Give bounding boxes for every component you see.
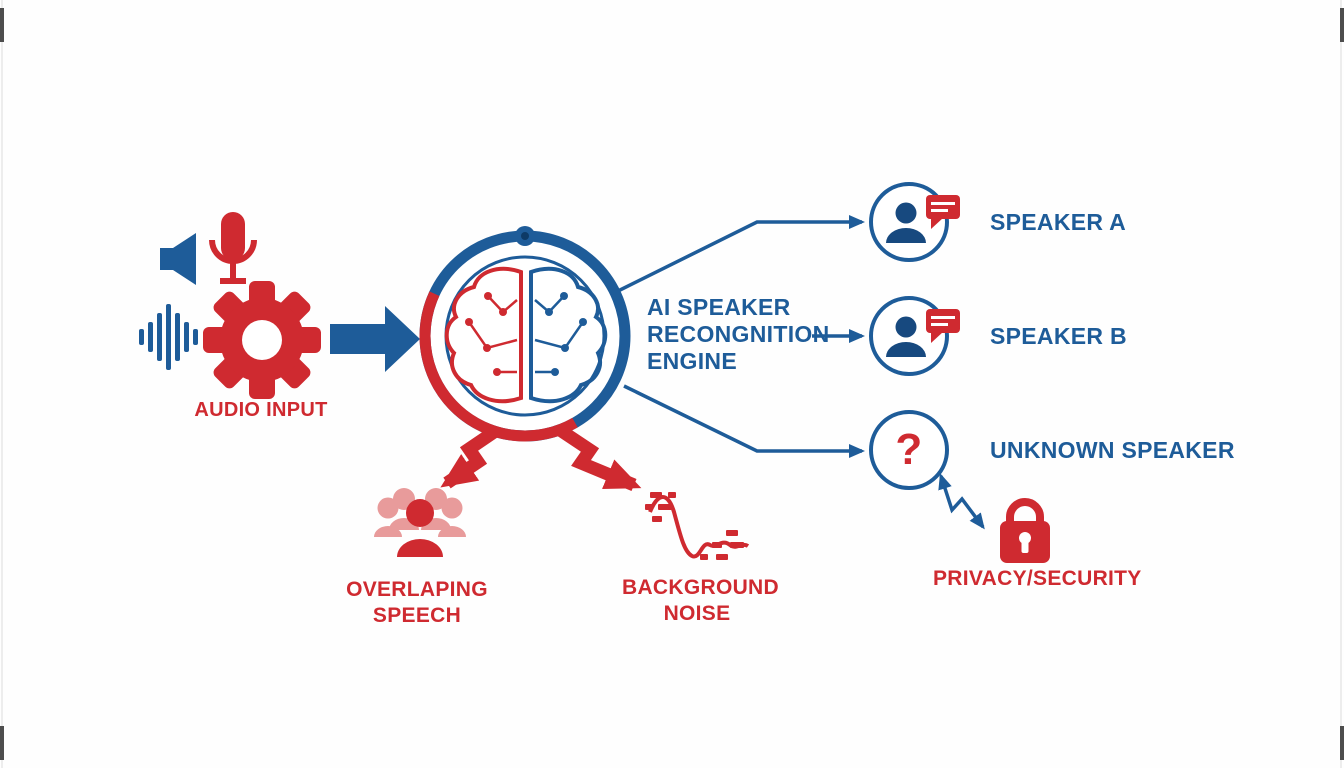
crowd-icon [374, 488, 466, 557]
waveform-icon [139, 304, 198, 370]
speaker-b-label: SPEAKER B [990, 323, 1127, 349]
unknown-speaker-node [869, 410, 949, 490]
noise-waveform-icon [645, 492, 750, 560]
padlock-icon [1000, 498, 1050, 563]
chat-bubble-icon [926, 309, 960, 343]
audio-input-label: AUDIO INPUT [194, 399, 328, 421]
edge-mark [1340, 726, 1344, 760]
microphone-icon [209, 212, 257, 284]
engine-label-line2: RECONGNITION [647, 321, 830, 347]
background-noise-arrow [556, 424, 642, 492]
edge-mark [0, 726, 4, 760]
right-edge-line [1340, 0, 1342, 768]
unknown-speaker-label: UNKNOWN SPEAKER [990, 437, 1235, 463]
privacy-connector [938, 473, 985, 530]
engine-circle [419, 226, 631, 442]
person-icon [886, 316, 926, 357]
overlapping-speech-line1: OVERLAPING [346, 578, 488, 601]
volume-icon [160, 233, 196, 285]
overlapping-speech-arrow [440, 426, 498, 489]
edge-mark [0, 8, 4, 42]
privacy-security-label: PRIVACY/SECURITY [933, 567, 1142, 590]
edge-mark [1340, 8, 1344, 42]
connector-speaker-a [617, 215, 865, 293]
chat-bubble-icon [926, 195, 960, 229]
input-arrow-icon [330, 306, 420, 372]
background-noise-label: BACKGROUND NOISE [622, 575, 779, 627]
background-noise-line2: NOISE [663, 602, 731, 625]
speaker-a-node [869, 182, 960, 262]
background-noise-line1: BACKGROUND [622, 576, 779, 599]
speaker-b-node [869, 296, 960, 376]
left-edge-line [1, 0, 3, 768]
brain-circuit-icon [444, 266, 608, 404]
speaker-a-label: SPEAKER A [990, 209, 1127, 235]
gear-icon [203, 281, 321, 399]
engine-label-line1: AI SPEAKER [647, 294, 791, 320]
engine-label-line3: ENGINE [647, 348, 737, 374]
overlapping-speech-label: OVERLAPING SPEECH [342, 577, 492, 629]
person-icon [886, 202, 926, 243]
question-mark-icon: ? [895, 425, 923, 474]
engine-label: AI SPEAKER RECONGNITION ENGINE [647, 294, 830, 375]
overlapping-speech-line2: SPEECH [372, 604, 462, 627]
connector-unknown [623, 384, 865, 458]
